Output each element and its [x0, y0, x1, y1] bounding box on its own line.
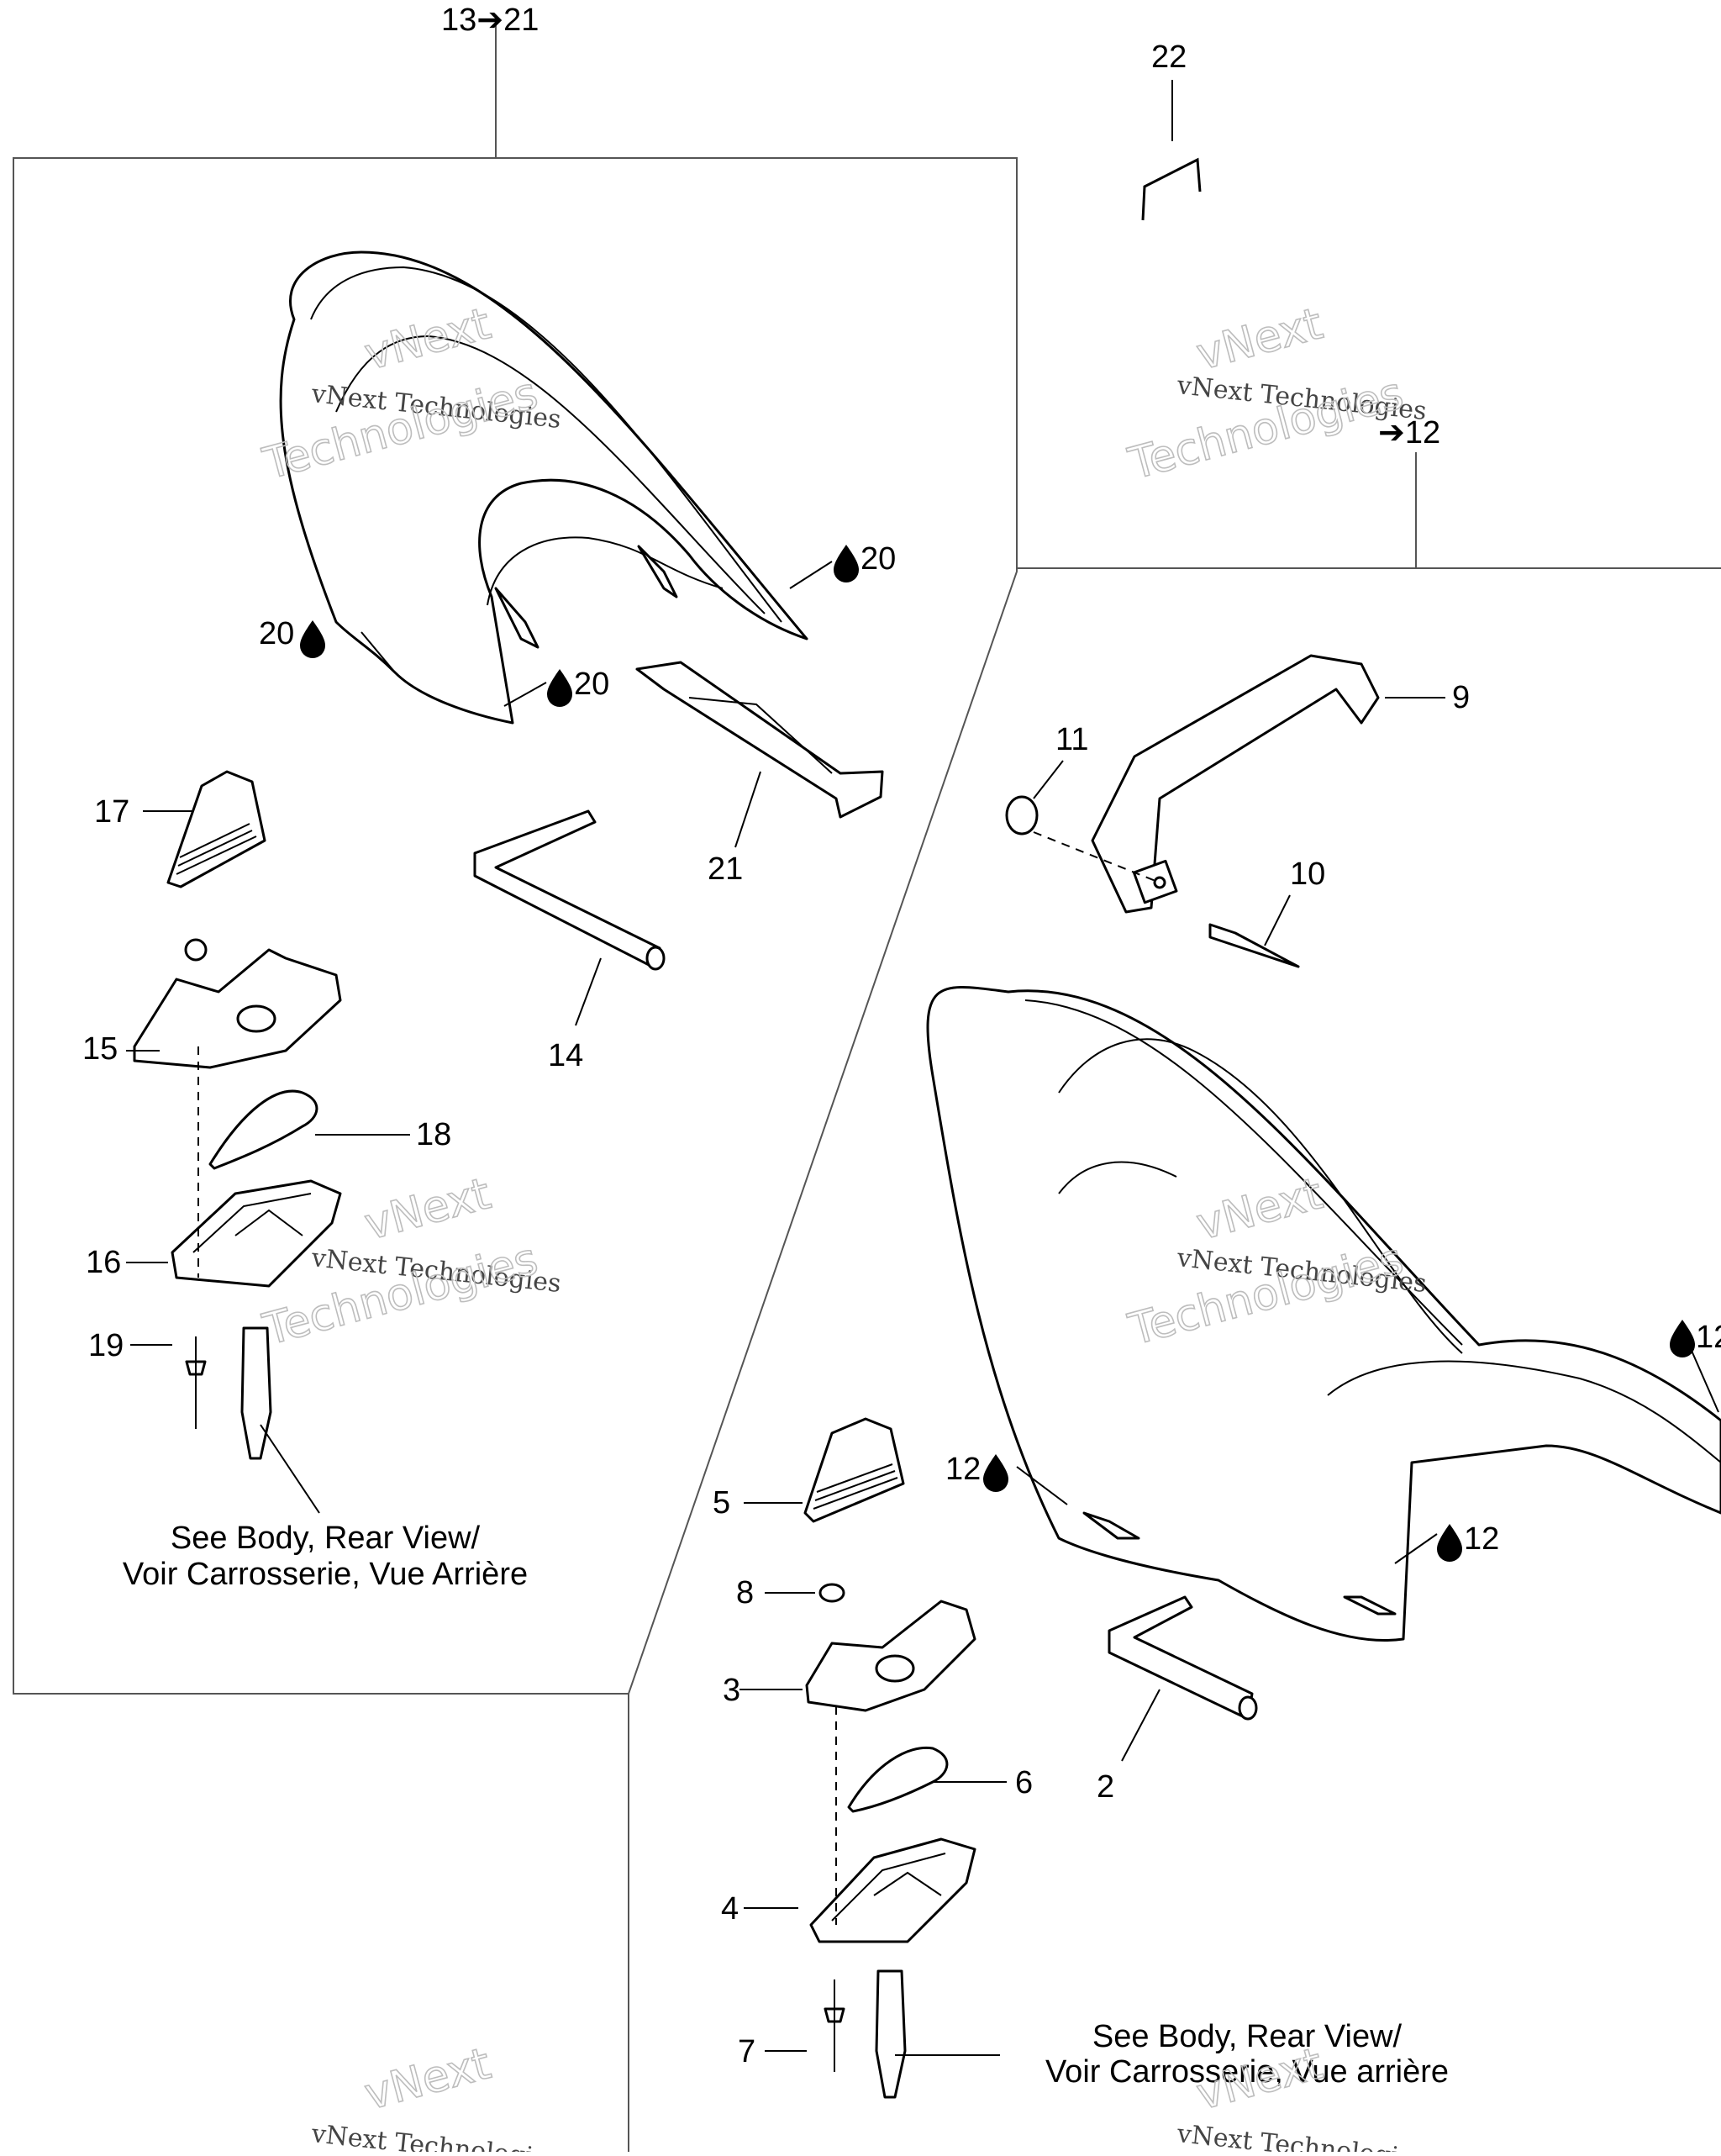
callout-4: 4	[721, 1891, 739, 1927]
callout-12: 12	[1464, 1521, 1499, 1557]
callout-arrow-12: ➔12	[1378, 415, 1440, 451]
callout-17: 17	[94, 794, 129, 830]
part-17-latch	[143, 770, 266, 888]
callout-6: 6	[1015, 1765, 1033, 1800]
callout-20: 20	[259, 616, 294, 651]
droplet-icon	[300, 620, 325, 658]
watermark: vNext	[359, 2037, 497, 2121]
callout-7: 7	[738, 2034, 755, 2069]
droplet-icon	[834, 545, 859, 582]
leader-20-b	[503, 682, 547, 707]
svg-text:vNext: vNext	[1192, 298, 1328, 380]
right-frame	[628, 452, 1721, 2152]
part-19-rivet	[130, 1336, 207, 1429]
callout-14: 14	[548, 1038, 583, 1073]
note-left-line2: Voir Carrosserie, Vue Arrière	[123, 1557, 528, 1592]
callout-5: 5	[713, 1485, 730, 1521]
svg-text:vNext Technologies: vNext Technologies	[309, 2119, 562, 2152]
svg-text:vNext Technologies: vNext Technologies	[1175, 2119, 1428, 2152]
droplet-icon	[1670, 1320, 1695, 1357]
left-fastener	[240, 1326, 320, 1514]
note-left-line1: See Body, Rear View/	[171, 1521, 481, 1556]
svg-text:vNext: vNext	[360, 2038, 496, 2120]
droplet-icon	[547, 669, 572, 707]
part-15-plate	[126, 938, 342, 1069]
leader-12-b	[1394, 1533, 1438, 1564]
part-14-l-tube	[473, 809, 666, 1026]
watermark: vNext	[1191, 298, 1329, 381]
droplet-icon	[983, 1454, 1008, 1492]
droplet-icon	[1437, 1524, 1462, 1562]
callout-3: 3	[723, 1673, 740, 1708]
part-16-plate	[126, 1179, 342, 1288]
part-7-rivet	[765, 1979, 845, 2072]
right-fastener	[875, 1969, 1000, 2099]
part-6-loop	[847, 1746, 1007, 1813]
note-right-line1: See Body, Rear View/	[1092, 2019, 1403, 2054]
callout-21: 21	[708, 851, 743, 887]
callout-2: 2	[1097, 1769, 1114, 1805]
right-seat	[926, 986, 1721, 1642]
part-5-latch	[744, 1417, 905, 1523]
svg-text:vNext: vNext	[360, 1168, 496, 1250]
callout-18: 18	[416, 1117, 451, 1152]
callout-19: 19	[88, 1328, 124, 1363]
watermark: vNext Technologies	[309, 2119, 562, 2156]
part-2-l-tube	[1108, 1595, 1258, 1762]
part-3-plate	[739, 1600, 976, 1712]
callout-12: 12	[945, 1452, 981, 1487]
part-10-screw	[1208, 894, 1300, 968]
callout-13-21: 13➔21	[441, 3, 539, 38]
leader-20-c	[789, 561, 833, 589]
part-21-strap	[635, 661, 884, 848]
callout-22: 22	[1151, 40, 1187, 75]
leader-12-a	[1016, 1466, 1068, 1505]
watermark: vNext	[359, 1168, 497, 1251]
callout-15: 15	[82, 1031, 118, 1067]
part-9-bracket	[1091, 654, 1445, 914]
callout-8: 8	[736, 1575, 754, 1610]
callout-20: 20	[860, 541, 896, 577]
note-right-line2: Voir Carrosserie, Vue arrière	[1045, 2054, 1449, 2090]
callout-20: 20	[574, 667, 609, 702]
callout-16: 16	[86, 1245, 121, 1280]
part-8-washer	[765, 1583, 845, 1603]
leader-12-c	[1688, 1344, 1719, 1413]
callout-9: 9	[1452, 680, 1470, 715]
callout-10: 10	[1290, 857, 1325, 892]
part-22-clip	[1141, 80, 1202, 221]
part-11-grommet	[1005, 760, 1160, 883]
leader-20-a	[361, 631, 396, 673]
left-seat-cover	[279, 250, 808, 725]
callout-11: 11	[1055, 722, 1088, 757]
part-4-plate	[744, 1837, 976, 1943]
part-18-loop	[208, 1089, 410, 1170]
callout-12: 12	[1696, 1320, 1721, 1355]
watermark: vNext Technologies	[1175, 2119, 1428, 2156]
